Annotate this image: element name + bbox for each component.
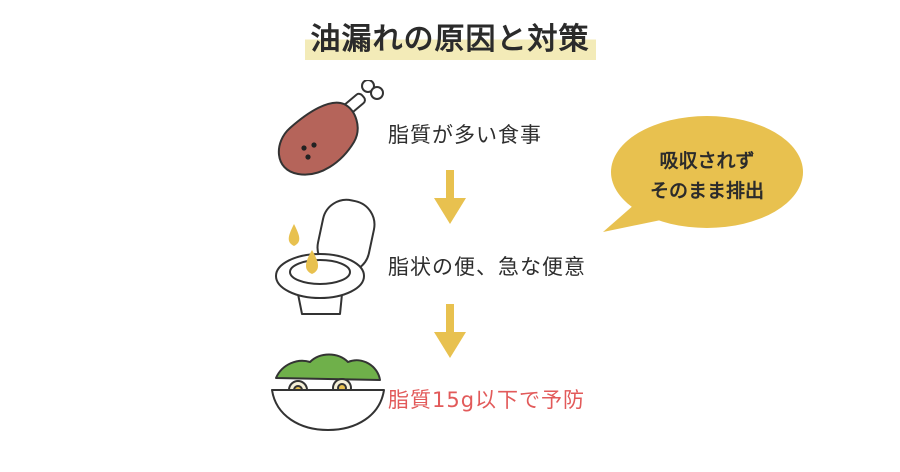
bubble-line-1: 吸収されず xyxy=(659,150,755,172)
step-1-label: 脂質が多い食事 xyxy=(388,123,542,147)
bubble-text: 吸収されず そのまま排出 xyxy=(624,146,790,206)
chicken-leg-icon xyxy=(277,80,384,176)
salad-bowl-icon xyxy=(271,353,385,431)
page-title: 油漏れの原因と対策 xyxy=(304,14,596,60)
step-3-label: 脂質15g以下で予防 xyxy=(388,388,586,412)
step-2-label: 脂状の便、急な便意 xyxy=(388,255,586,279)
arrow-down-icon xyxy=(434,170,466,224)
bubble-line-2: そのまま排出 xyxy=(649,180,764,202)
arrow-down-icon xyxy=(434,304,466,358)
title-area: 油漏れの原因と対策 xyxy=(0,14,900,60)
speech-bubble xyxy=(603,116,803,232)
toilet-oil-icon xyxy=(275,198,376,315)
